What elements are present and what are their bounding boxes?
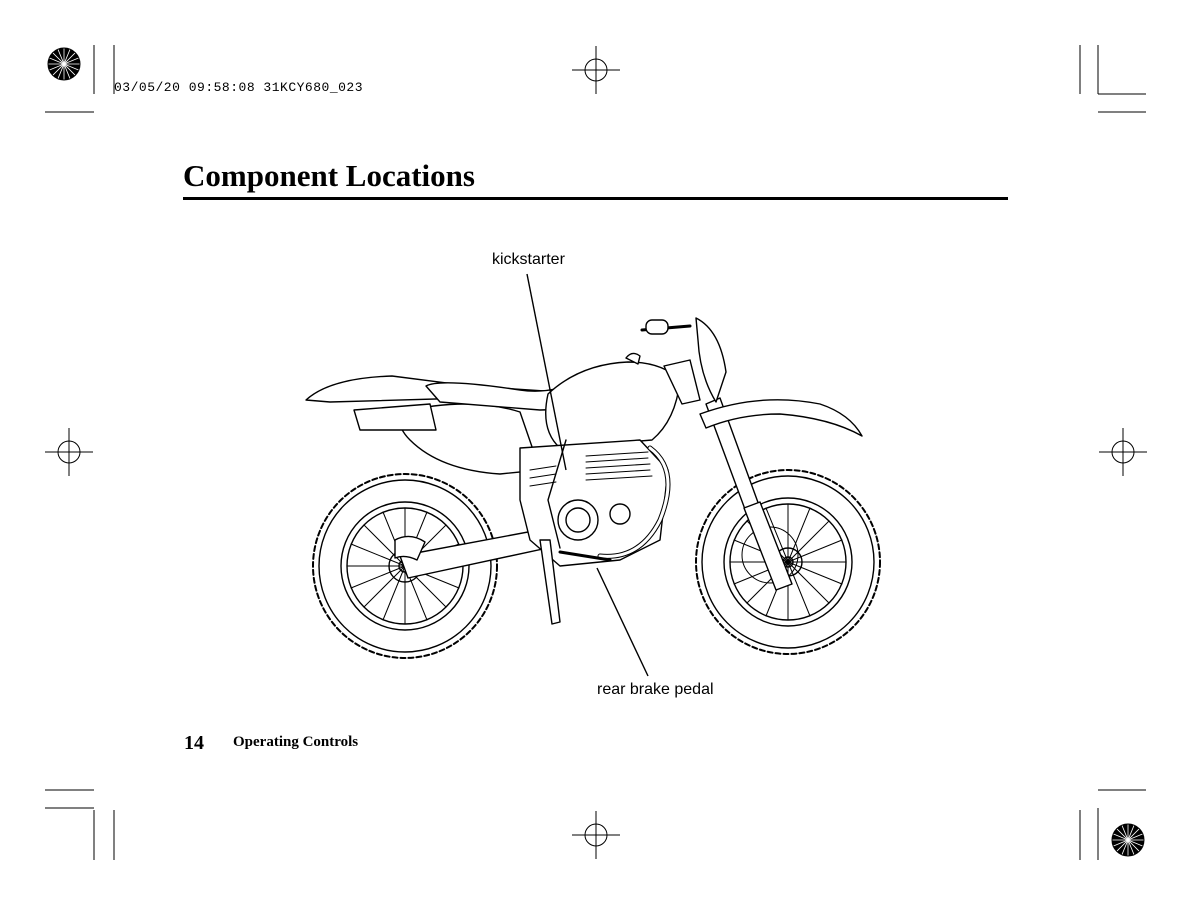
callout-kickstarter: kickstarter: [492, 251, 565, 268]
page-title: Component Locations: [183, 158, 475, 193]
section-name: Operating Controls: [233, 734, 359, 750]
motorcycle-illustration: [305, 317, 881, 659]
registration-target-left: [45, 428, 93, 476]
callout-rear-brake-pedal: rear brake pedal: [597, 681, 714, 698]
title-rule: [183, 197, 1008, 200]
front-wheel: [695, 469, 881, 655]
crop-marks: [45, 45, 1146, 860]
sunburst-mark-bottom-right: [1111, 823, 1145, 857]
registration-targets: [45, 46, 1147, 859]
callout-leaders: [526, 273, 649, 677]
page-number: 14: [184, 732, 204, 754]
print-stamp: 03/05/20 09:58:08 31KCY680_023: [114, 80, 364, 95]
rear-brake-pedal-leader: [596, 567, 649, 677]
sunburst-mark-top-left: [47, 47, 81, 81]
registration-target-top: [572, 46, 620, 94]
kickstarter-leader: [526, 273, 567, 471]
registration-target-bottom: [572, 811, 620, 859]
registration-target-right: [1099, 428, 1147, 476]
